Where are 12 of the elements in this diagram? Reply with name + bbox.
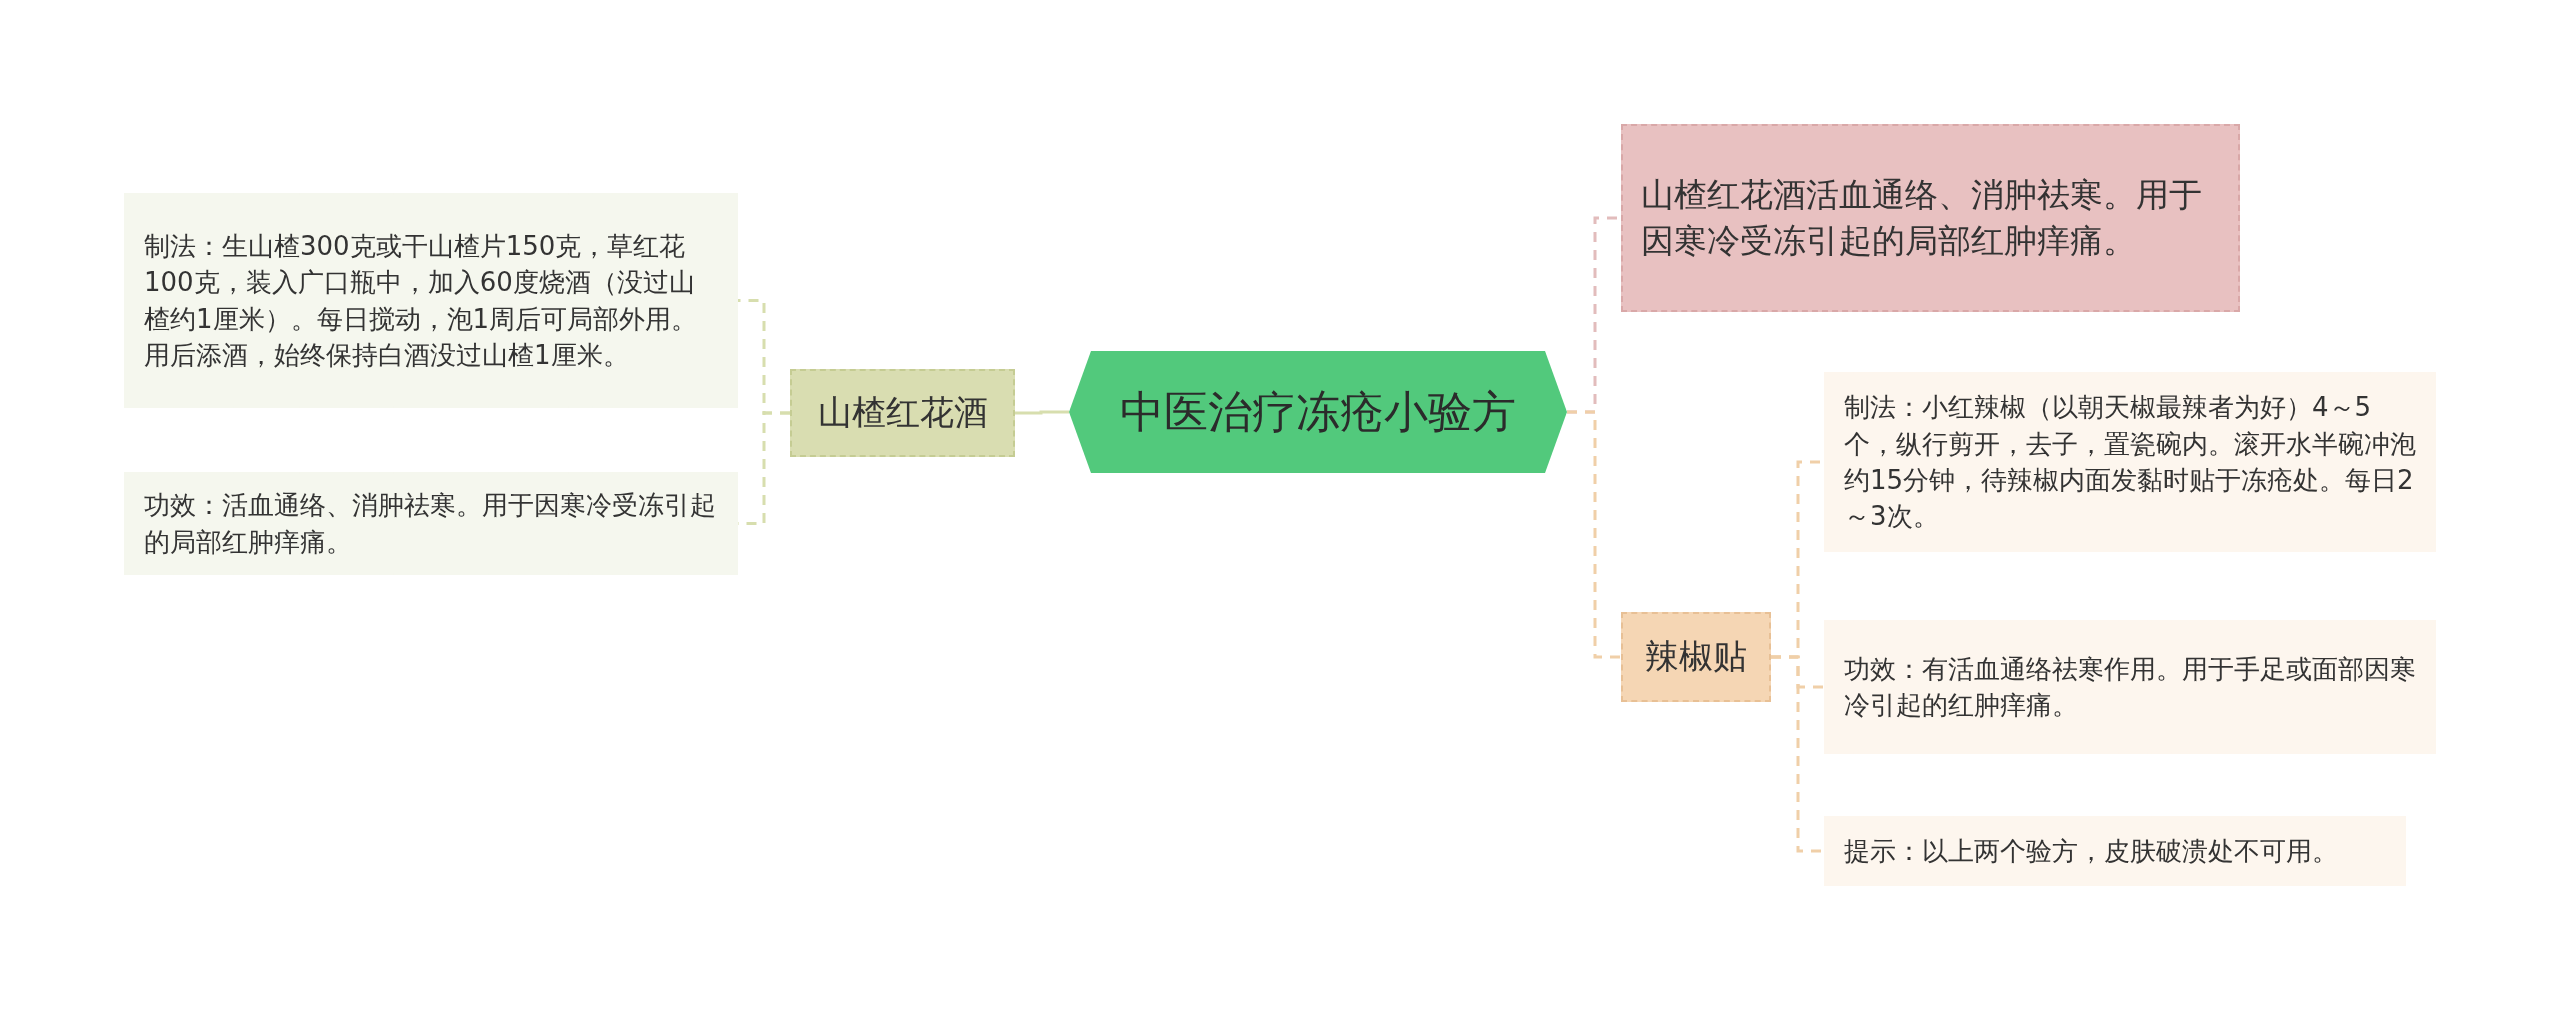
branch-box: 辣椒贴 — [1621, 612, 1771, 702]
connector-line — [1015, 410, 1069, 415]
branch-box: 山楂红花酒 — [790, 369, 1015, 457]
note-box: 功效：活血通络、消肿祛寒。用于因寒冷受冻引起的局部红肿痒痛。 — [124, 472, 738, 575]
connector-line — [1567, 410, 1621, 659]
note-box: 提示：以上两个验方，皮肤破溃处不可用。 — [1824, 816, 2406, 886]
topic-hexagon: 中医治疗冻疮小验方 — [1069, 351, 1567, 473]
note-box: 制法：生山楂300克或干山楂片150克，草红花100克，装入广口瓶中，加入60度烧酒（没过山楂约1厘米）。每日搅动，泡1周后可局部外用。用后添酒，始终保持白酒没过山楂1厘米。 — [124, 193, 738, 408]
note-box: 功效：有活血通络祛寒作用。用于手足或面部因寒冷引起的红肿痒痛。 — [1824, 620, 2436, 754]
note-box: 山楂红花酒活血通络、消肿祛寒。用于因寒冷受冻引起的局部红肿痒痛。 — [1621, 124, 2240, 312]
connector-line — [1771, 655, 1824, 853]
note-box: 制法：小红辣椒（以朝天椒最辣者为好）4～5个，纵行剪开，去子，置瓷碗内。滚开水半碗冲泡约15分钟，待辣椒内面发黏时贴于冻疮处。每日2～3次。 — [1824, 372, 2436, 552]
